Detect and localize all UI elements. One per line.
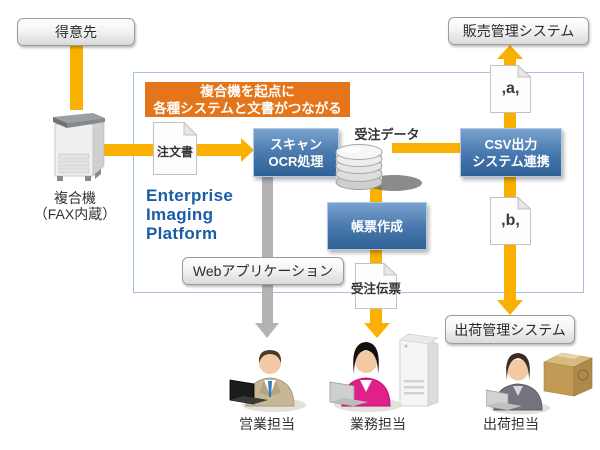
operations-rep-label: 業務担当 <box>350 416 406 432</box>
node-customer-label: 得意先 <box>55 24 97 40</box>
node-web-application-label: Webアプリケーション <box>192 263 334 279</box>
arrow-slip-to-operations-head <box>364 323 390 338</box>
mfp-icon <box>53 113 105 181</box>
mfp-label-line1: 複合機 <box>54 190 96 206</box>
connector-database-to-form <box>370 186 382 202</box>
arrow-csv-to-shipping-system-head <box>497 300 523 315</box>
doc-slip-label: 受注伝票 <box>350 282 401 296</box>
doc-csv-a: ,a, <box>490 65 531 113</box>
doc-csv-b-label: ,b, <box>501 212 520 229</box>
headline-banner: 複合機を起点に 各種システムと文書がつながる <box>145 82 350 117</box>
node-scan-ocr: スキャン OCR処理 <box>253 128 339 177</box>
document-icon <box>355 263 397 309</box>
node-web-application: Webアプリケーション <box>182 257 344 285</box>
node-csv-export-line2: システム連携 <box>472 153 550 169</box>
platform-title-line1: Enterprise <box>146 186 234 205</box>
document-icon <box>153 122 197 175</box>
document-icon <box>490 65 531 113</box>
sales-rep-label: 営業担当 <box>239 416 295 432</box>
node-customer: 得意先 <box>17 18 135 46</box>
platform-title-line2: Imaging <box>146 205 214 224</box>
database-icon <box>335 144 422 191</box>
node-csv-export: CSV出力 システム連携 <box>460 128 562 177</box>
node-sales-system: 販売管理システム <box>448 17 589 45</box>
node-sales-system-label: 販売管理システム <box>462 23 575 39</box>
database-label: 受注データ <box>354 127 420 142</box>
connector-form-to-slip <box>370 248 382 263</box>
arrow-scan-to-sales-rep-shaft <box>262 175 273 323</box>
doc-csv-a-label: ,a, <box>501 80 520 97</box>
platform-title-line3: Platform <box>146 224 218 243</box>
node-shipping-system: 出荷管理システム <box>445 315 575 344</box>
doc-order-label: 注文書 <box>156 145 193 159</box>
mfp-label-line2: （FAX内蔵） <box>33 206 117 222</box>
arrow-mfp-to-scan-head <box>241 138 254 162</box>
node-csv-export-line1: CSV出力 <box>484 136 538 152</box>
line-database-to-csv <box>392 143 460 153</box>
doc-order: 注文書 <box>153 122 197 175</box>
arrow-csv-to-sales-system-head <box>497 45 523 59</box>
shipping-person-icon <box>486 352 593 415</box>
node-scan-ocr-line2: OCR処理 <box>268 153 324 169</box>
operations-person-icon <box>329 333 439 412</box>
node-form-create-label: 帳票作成 <box>350 218 403 234</box>
platform-title: Enterprise Imaging Platform <box>146 186 233 243</box>
arrow-scan-to-sales-rep-head <box>255 323 279 338</box>
headline-line2: 各種システムと文書がつながる <box>153 100 342 116</box>
arrow-customer-to-mfp <box>70 43 83 110</box>
arrow-slip-to-operations-shaft <box>370 306 382 323</box>
doc-slip: 受注伝票 <box>351 263 401 309</box>
node-shipping-system-label: 出荷管理システム <box>454 321 566 338</box>
node-scan-ocr-line1: スキャン <box>269 136 322 152</box>
node-form-create: 帳票作成 <box>327 202 427 250</box>
doc-csv-b: ,b, <box>490 197 531 245</box>
sales-person-icon <box>229 350 306 412</box>
document-icon <box>490 197 531 245</box>
headline-line1: 複合機を起点に <box>200 83 295 99</box>
shipping-rep-label: 出荷担当 <box>483 416 539 432</box>
